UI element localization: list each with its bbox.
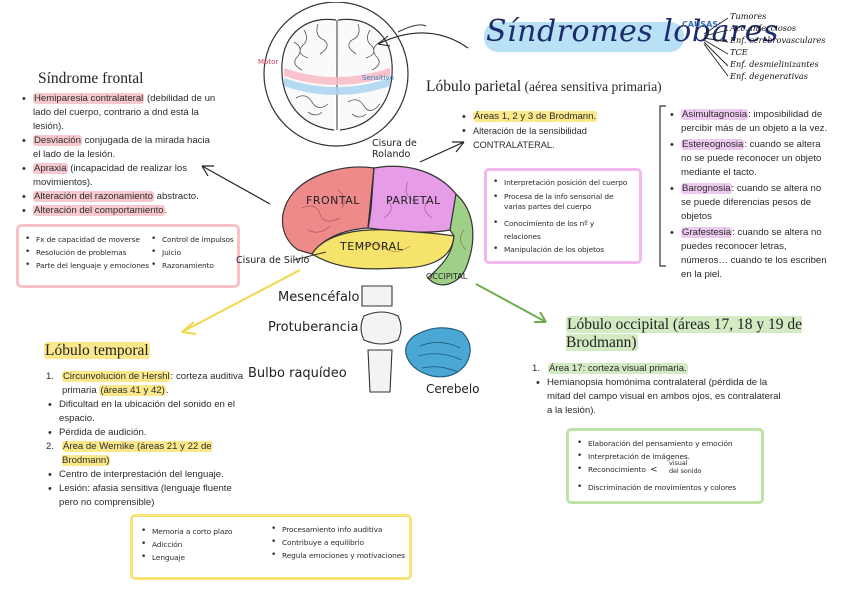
list-item: Elaboración del pensamiento y emoción (577, 437, 757, 450)
occipital-list: 1.Área 17: corteza visual primaria. Hemi… (532, 362, 788, 418)
occipital-lobe-label: OCCIPITAL (426, 272, 468, 281)
protuberancia-shape (360, 311, 402, 345)
list-item: Adicción (141, 538, 265, 551)
title-shadow (484, 22, 684, 52)
cause-item: Tumores (730, 11, 767, 21)
list-item: Contribuye a equilibrio (271, 536, 407, 549)
causes-label: CAUSAS: (682, 20, 722, 29)
list-item: 2.Área de Wernike (áreas 21 y 22 de Brod… (46, 441, 212, 466)
list-item: Manipulación de los objetos (493, 243, 633, 256)
list-item: Centro de interprestación del lenguaje. (48, 468, 246, 482)
mesencefalo-label: Mesencéfalo (278, 290, 360, 305)
list-item: Hemianopsia homónima contralateral (pérd… (536, 376, 788, 418)
list-item: Pérdida de audición. (48, 426, 246, 440)
list-item: Lesión: afasia sensitiva (lenguaje fluen… (48, 482, 246, 510)
cerebelo-label: Cerebelo (426, 382, 480, 396)
cause-item: Acc. infecciosos (730, 23, 797, 33)
list-item: Alteración de la sensibilidad CONTRALATE… (462, 124, 662, 152)
list-item: Reconocimiento < visual del sonido (577, 459, 757, 481)
frontal-lobe-label: FRONTAL (306, 194, 360, 207)
list-item: Lenguaje (141, 551, 265, 564)
frontal-lobe (281, 166, 375, 255)
list-item: Regula emociones y motivaciones (271, 549, 407, 562)
list-item: Alteración del razonamiento abstracto. (22, 190, 218, 204)
cause-item: Enf. desmielinizantes (730, 59, 819, 69)
list-item: Procesamiento info auditiva (271, 523, 407, 536)
sensitive-label: Sensitivo (362, 74, 394, 82)
mesencefalo-shape (361, 285, 393, 307)
list-item: Áreas 1, 2 y 3 de Brodmann. (462, 110, 662, 124)
list-item: Hemiparesia contralateral (debilidad de … (22, 92, 218, 134)
list-item: Control de impulsos (151, 233, 235, 246)
frontal-list: Hemiparesia contralateral (debilidad de … (22, 92, 218, 218)
temporal-title: Lóbulo temporal (44, 342, 150, 359)
bulbo-shape (367, 349, 393, 393)
list-item: Memoria a corto plazo (141, 525, 265, 538)
parietal-side-list: Asimultagnosia: imposibilidad de percibi… (670, 108, 830, 282)
list-item: Interpretación posición del cuerpo (493, 176, 633, 189)
parietal-functions-box: Interpretación posición del cuerpo Proce… (484, 168, 642, 264)
list-item: Discriminación de movimientos y colores (577, 481, 757, 494)
list-item: Conocimiento de los nº y relaciones (493, 217, 633, 243)
cause-item: TCE (730, 47, 748, 57)
silvio-label: Cisura de Silvio (236, 255, 310, 266)
side-brain-illustration (281, 165, 474, 286)
cause-item: Enf. cerebrovasculares (730, 35, 826, 45)
list-item: Juicio (151, 246, 235, 259)
causes-list: Tumores Acc. infecciosos Enf. cerebrovas… (730, 10, 826, 82)
list-item: Interpretación de imágenes. (577, 450, 757, 463)
rolando-label: Cisura de Rolando (372, 138, 417, 160)
list-item: Barognosia: cuando se altera no se puede… (670, 182, 830, 224)
frontal-functions-box: Fx de capacidad de moverse Resolución de… (16, 224, 240, 288)
list-item: 1.Área 17: corteza visual primaria. (532, 363, 688, 374)
cerebelo-shape (405, 327, 471, 378)
occipital-lobe (427, 192, 474, 286)
temporal-functions-box: Memoria a corto plazo Adicción Lenguaje … (130, 514, 412, 580)
parietal-title: Lóbulo parietal (aérea sensitiva primari… (426, 78, 662, 95)
bulbo-label: Bulbo raquídeo (248, 366, 347, 381)
temporal-lobe-label: TEMPORAL (340, 240, 404, 253)
list-item: 1.Circunvolución de Hershl: corteza audi… (46, 371, 244, 396)
parietal-bracket (659, 105, 666, 267)
list-item: Grafestesia: cuando se altera no puedes … (670, 226, 830, 282)
silvio-pointer (293, 251, 327, 261)
list-item: Apraxia (incapacidad de realizar los mov… (22, 162, 218, 190)
parietal-lobe-label: PARIETAL (386, 194, 441, 207)
list-item: Desviación conjugada de la mirada hacia … (22, 134, 218, 162)
list-item: Procesa de la info sensorial de varias p… (493, 192, 633, 212)
motor-label: Motor (258, 58, 279, 66)
temporal-list: 1.Circunvolución de Hershl: corteza audi… (46, 370, 246, 510)
list-item: Parte del lenguaje y emociones (25, 259, 149, 272)
occipital-title: Lóbulo occipital (áreas 17, 18 y 19 de B… (566, 316, 803, 351)
protuberancia-label: Protuberancia (268, 320, 359, 335)
list-item: Resolución de problemas (25, 246, 149, 259)
causes-fan-lines (703, 17, 729, 77)
list-item: Razonamiento (151, 259, 235, 272)
top-brain-illustration (263, 2, 427, 147)
frontal-title: Síndrome frontal (38, 70, 144, 87)
main-title: Síndromes lobares (482, 6, 778, 62)
list-item: Estereognosia: cuando se altera no se pu… (670, 138, 830, 180)
arrow-to-title (377, 32, 469, 49)
occipital-functions-box: Elaboración del pensamiento y emoción In… (566, 428, 764, 504)
cause-item: Enf. degenerativas (730, 71, 808, 81)
list-item: Alteración del comportamiento. (22, 204, 218, 218)
list-item: Fx de capacidad de moverse (25, 233, 149, 246)
list-item: Dificultad en la ubicación del sonido en… (48, 398, 246, 426)
page-title: Síndromes lobares (486, 14, 779, 49)
brainstem-illustration (360, 285, 471, 393)
parietal-list: Áreas 1, 2 y 3 de Brodmann. Alteración d… (462, 110, 662, 152)
list-item: Asimultagnosia: imposibilidad de percibi… (670, 108, 830, 136)
